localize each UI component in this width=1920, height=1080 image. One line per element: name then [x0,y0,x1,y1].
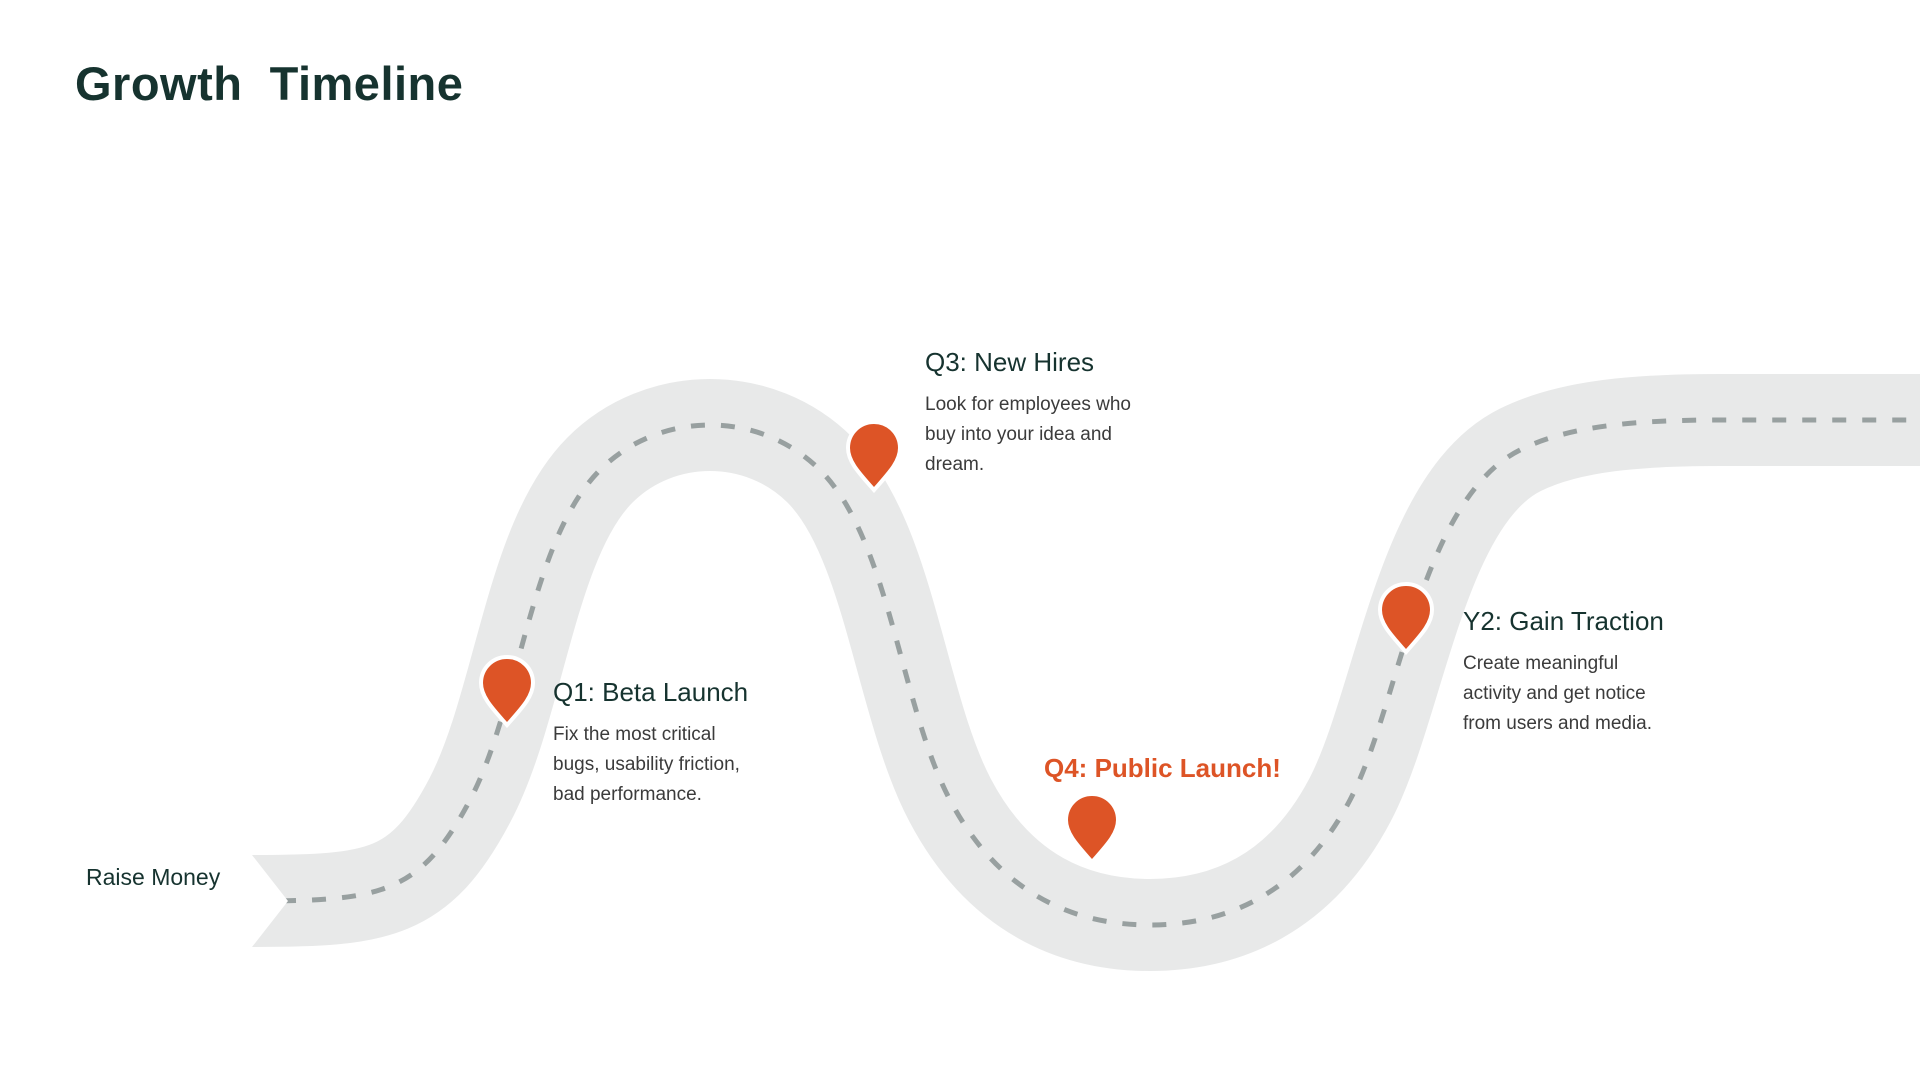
map-pin-icon-q4[interactable] [1063,791,1121,865]
map-pin-icon-q1[interactable] [478,654,536,728]
milestone-q1-body: Fix the most critical bugs, usability fr… [553,723,740,805]
milestone-q3-body: Look for employees who buy into your ide… [925,393,1131,475]
milestone-q4-heading: Q4: Public Launch! [1044,753,1281,783]
milestone-q4: Q4: Public Launch! [1044,752,1344,796]
road-center-dashes [251,417,1920,928]
milestone-q3-heading: Q3: New Hires [925,347,1095,377]
page-title: Growth Timeline [75,57,464,110]
road-start-label: Raise Money [86,864,221,890]
milestone-y2-heading: Y2: Gain Traction [1463,606,1664,636]
milestone-q3: Q3: New Hires Look for employees who buy… [925,346,1175,480]
milestone-y2: Y2: Gain Traction Create meaningful acti… [1463,605,1723,739]
milestone-q1: Q1: Beta Launch Fix the most critical bu… [553,676,813,810]
map-pin-icon-q3[interactable] [845,419,903,493]
milestone-y2-body: Create meaningful activity and get notic… [1463,652,1653,734]
milestone-q1-heading: Q1: Beta Launch [553,677,749,707]
map-pin-icon-y2[interactable] [1377,581,1435,655]
